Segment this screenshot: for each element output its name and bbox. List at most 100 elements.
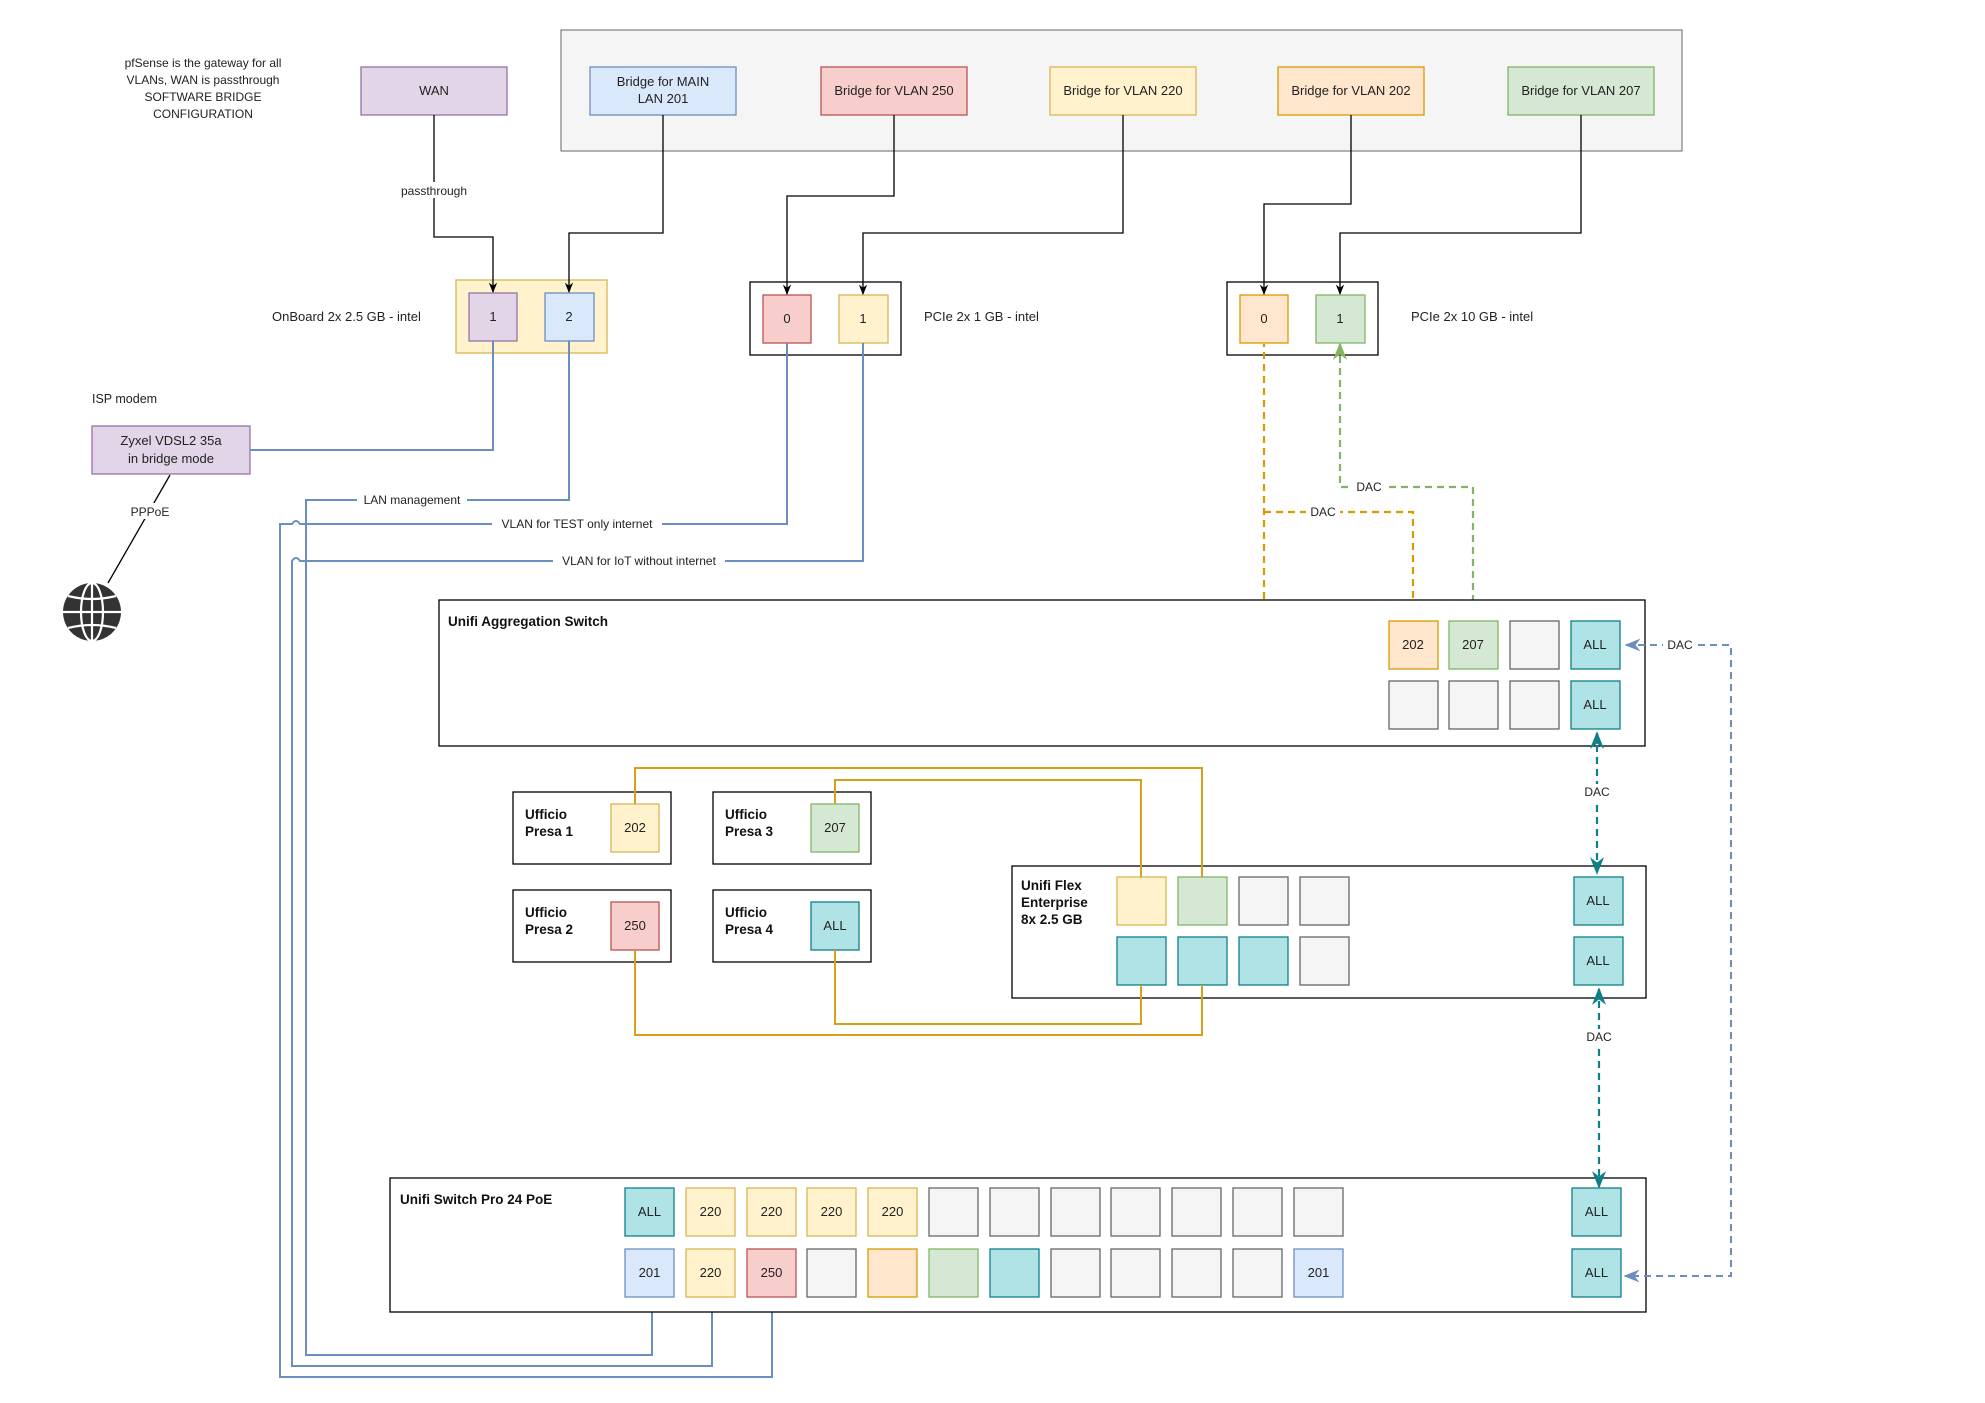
mainlan-to-onboard-2-link [564,115,664,294]
pro24-port-box [928,1248,979,1298]
pro24-port-box [867,1187,918,1237]
bridge-vlan202-node[interactable]: Bridge for VLAN 202 [1277,66,1425,116]
pro24-port-r2-13[interactable]: ALL [1571,1248,1622,1298]
onboard-1-to-modem-cable [250,341,494,451]
pro24-port-r1-4[interactable]: 220 [806,1187,857,1237]
pro24-port-r1-13[interactable]: ALL [1571,1187,1622,1237]
dac-green-link [1332,342,1481,622]
flex-port-teal[interactable] [1116,936,1167,986]
pcie-10gb-port-0-label: 0 [1260,311,1267,326]
modem-label-2: in bridge mode [128,451,214,466]
flex-port-green[interactable] [1177,876,1228,926]
agg-port-207[interactable]: 207 [1448,620,1499,670]
pro24-port-box [1571,1187,1622,1237]
pcie-10gb-port-1-label: 1 [1336,311,1343,326]
aggregation-switch-title: Unifi Aggregation Switch [448,614,608,629]
ufficio-presa-3-port-label: 207 [824,820,846,835]
pro24-port-r1-6[interactable] [928,1187,979,1237]
pfsense-note-line-2: VLANs, WAN is passthrough [127,73,280,87]
onboard-port-1[interactable]: 1 [468,292,518,342]
ufficio-presa-1-name-1: Ufficio [525,807,567,822]
pro24-port-r1-3[interactable]: 220 [746,1187,797,1237]
agg-port-202[interactable]: 202 [1388,620,1439,670]
pro24-port-r2-11[interactable] [1232,1248,1283,1298]
pro24-port-box [928,1187,979,1237]
pro24-port-r1-10[interactable] [1171,1187,1222,1237]
pro24-port-r1-7[interactable] [989,1187,1040,1237]
pro24-port-box [685,1248,736,1298]
pro24-port-r1-8[interactable] [1050,1187,1101,1237]
pro24-port-box [1110,1187,1161,1237]
ufficio-presa-3-port[interactable]: 207 [810,803,860,853]
pro24-port-r2-1[interactable]: 201 [624,1248,675,1298]
pro24-port-r1-11[interactable] [1232,1187,1283,1237]
flex-port-empty[interactable] [1299,936,1350,986]
pro24-port-r2-5[interactable] [867,1248,918,1298]
pro24-port-r2-3[interactable]: 250 [746,1248,797,1298]
pppoe-label: PPPoE [131,505,170,519]
pcie-10gb-port-1[interactable]: 1 [1315,294,1366,344]
wan-bridge-node[interactable]: WAN [360,66,508,116]
flex-port-all-bottom[interactable]: ALL [1573,936,1624,986]
agg-port-all-bottom[interactable]: ALL [1570,680,1621,730]
globe-icon [63,581,121,643]
ufficio-presa-2-port[interactable]: 250 [610,901,660,951]
bridge-vlan250-node[interactable]: Bridge for VLAN 250 [820,66,968,116]
agg-port-empty[interactable] [1509,620,1560,670]
pro24-port-r2-6[interactable] [928,1248,979,1298]
agg-port-empty[interactable] [1509,680,1560,730]
pro24-port-r2-12[interactable]: 201 [1293,1248,1344,1298]
pro24-port-r2-9[interactable] [1110,1248,1161,1298]
pro24-port-r2-8[interactable] [1050,1248,1101,1298]
pro24-port-r1-2[interactable]: 220 [685,1187,736,1237]
bridge-vlan220-node[interactable]: Bridge for VLAN 220 [1049,66,1197,116]
lan-management-cable [305,341,653,1356]
flex-port-teal[interactable] [1177,936,1228,986]
pro24-port-r1-5[interactable]: 220 [867,1187,918,1237]
onboard-nic-label: OnBoard 2x 2.5 GB - intel [272,309,421,324]
pro24-port-r1-1[interactable]: ALL [624,1187,675,1237]
agg-port-empty[interactable] [1448,680,1499,730]
pcie-1gb-nic-label: PCIe 2x 1 GB - intel [924,309,1039,324]
bridge-vlan207-node[interactable]: Bridge for VLAN 207 [1507,66,1655,116]
onboard-port-2[interactable]: 2 [544,292,595,342]
pro24-port-r1-9[interactable] [1110,1187,1161,1237]
pcie-1gb-port-1[interactable]: 1 [838,294,889,344]
ufficio-presa-1-port[interactable]: 202 [610,803,660,853]
dac-agg-flex-label: DAC [1584,785,1610,799]
pro24-port-box [1050,1248,1101,1298]
vlan207-to-pcie10-1-link [1335,115,1582,296]
bridge-main-lan-label-2: LAN 201 [638,91,689,106]
ufficio-presa-4-port[interactable]: ALL [810,901,860,951]
pro24-port-r2-2[interactable]: 220 [685,1248,736,1298]
pro24-port-r2-10[interactable] [1171,1248,1222,1298]
pro24-port-r2-7[interactable] [989,1248,1040,1298]
zyxel-modem-node[interactable]: Zyxel VDSL2 35a in bridge mode [91,425,251,475]
pro24-port-box [1050,1187,1101,1237]
dac-orange-label: DAC [1310,505,1336,519]
agg-port-empty[interactable] [1388,680,1439,730]
modem-to-internet-link [107,474,171,584]
wan-to-onboard-1-link [433,115,498,294]
vlan-test-label: VLAN for TEST only internet [502,517,654,531]
flex-port-yellow[interactable] [1116,876,1167,926]
bridge-vlan202-label: Bridge for VLAN 202 [1291,83,1410,98]
pro24-port-box [806,1248,857,1298]
pro24-port-r2-4[interactable] [806,1248,857,1298]
vlan-iot-label: VLAN for IoT without internet [562,554,717,568]
flex-port-teal[interactable] [1238,936,1289,986]
agg-port-207-label: 207 [1462,637,1484,652]
pcie-10gb-port-0[interactable]: 0 [1239,294,1289,344]
pro24-port-r1-12[interactable] [1293,1187,1344,1237]
flex-port-empty[interactable] [1238,876,1289,926]
flex-port-all-top[interactable]: ALL [1573,876,1624,926]
pro24-port-box [1232,1248,1283,1298]
flex-port-empty[interactable] [1299,876,1350,926]
bridge-main-lan-node[interactable]: Bridge for MAIN LAN 201 [589,66,737,116]
pcie-1gb-port-0[interactable]: 0 [762,294,812,344]
wan-label: WAN [419,83,449,98]
pro24-port-box [624,1248,675,1298]
office-cables [634,767,1203,1036]
agg-port-all-top[interactable]: ALL [1570,620,1621,670]
pro24-port-label: 201 [639,1265,661,1280]
